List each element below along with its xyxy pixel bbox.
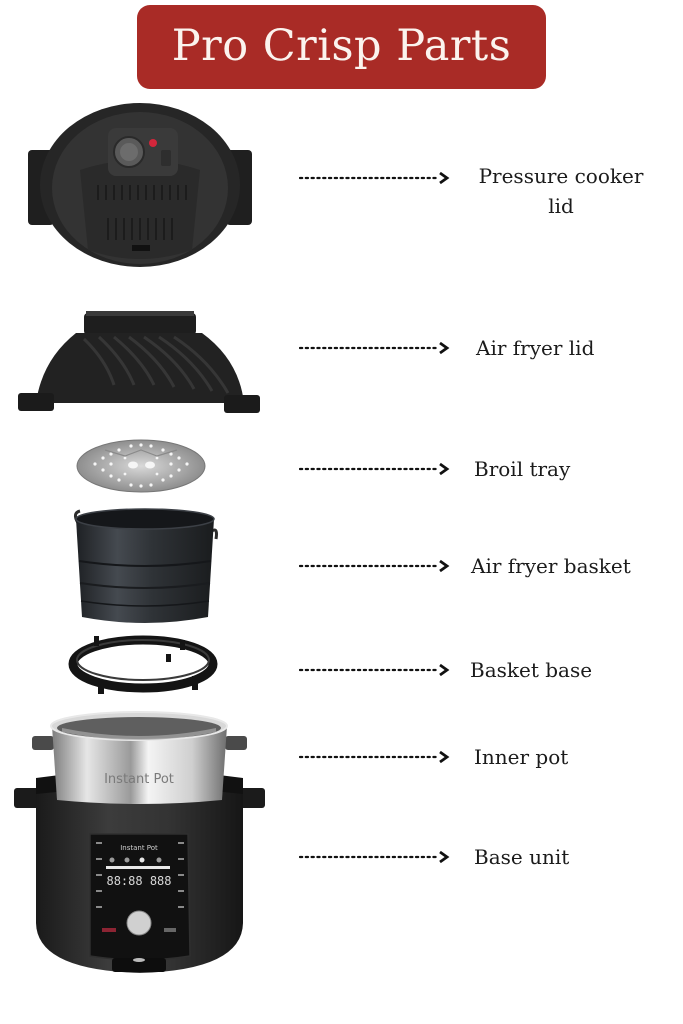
- base-unit-icon: Instant Pot 88:88 888 Instant Pot: [14, 711, 265, 973]
- inner-pot-engraving: Instant Pot: [104, 772, 174, 787]
- label-air-fryer-basket: Air fryer basket: [471, 554, 631, 578]
- arrow-base-unit: [299, 850, 449, 864]
- basket-base-icon: [68, 635, 218, 694]
- label-inner-pot: Inner pot: [474, 745, 569, 769]
- air-fryer-lid-icon: [18, 311, 260, 413]
- arrow-broil-tray: [299, 462, 449, 476]
- broil-tray-icon: [76, 439, 206, 493]
- base-unit-display: 88:88 888: [106, 874, 171, 888]
- page-title: Pro Crisp Parts: [171, 21, 512, 71]
- arrow-inner-pot: [299, 750, 449, 764]
- pressure-cooker-lid-icon: [28, 103, 252, 267]
- arrow-basket-base: [299, 663, 449, 677]
- arrow-air-fryer-lid: [299, 341, 449, 355]
- base-unit-logo: Instant Pot: [120, 844, 158, 852]
- air-fryer-basket-icon: [73, 508, 218, 623]
- title-banner: Pro Crisp Parts: [137, 5, 546, 89]
- label-line-1: Pressure cooker: [478, 164, 644, 188]
- label-broil-tray: Broil tray: [474, 457, 571, 481]
- label-air-fryer-lid: Air fryer lid: [476, 336, 595, 360]
- label-line-2: lid: [548, 194, 574, 218]
- label-basket-base: Basket base: [470, 658, 593, 682]
- label-base-unit: Base unit: [474, 845, 570, 869]
- label-pressure-cooker-lid: Pressure cooker lid: [472, 161, 650, 221]
- arrow-air-fryer-basket: [299, 559, 449, 573]
- arrow-pressure-cooker-lid: [299, 171, 449, 185]
